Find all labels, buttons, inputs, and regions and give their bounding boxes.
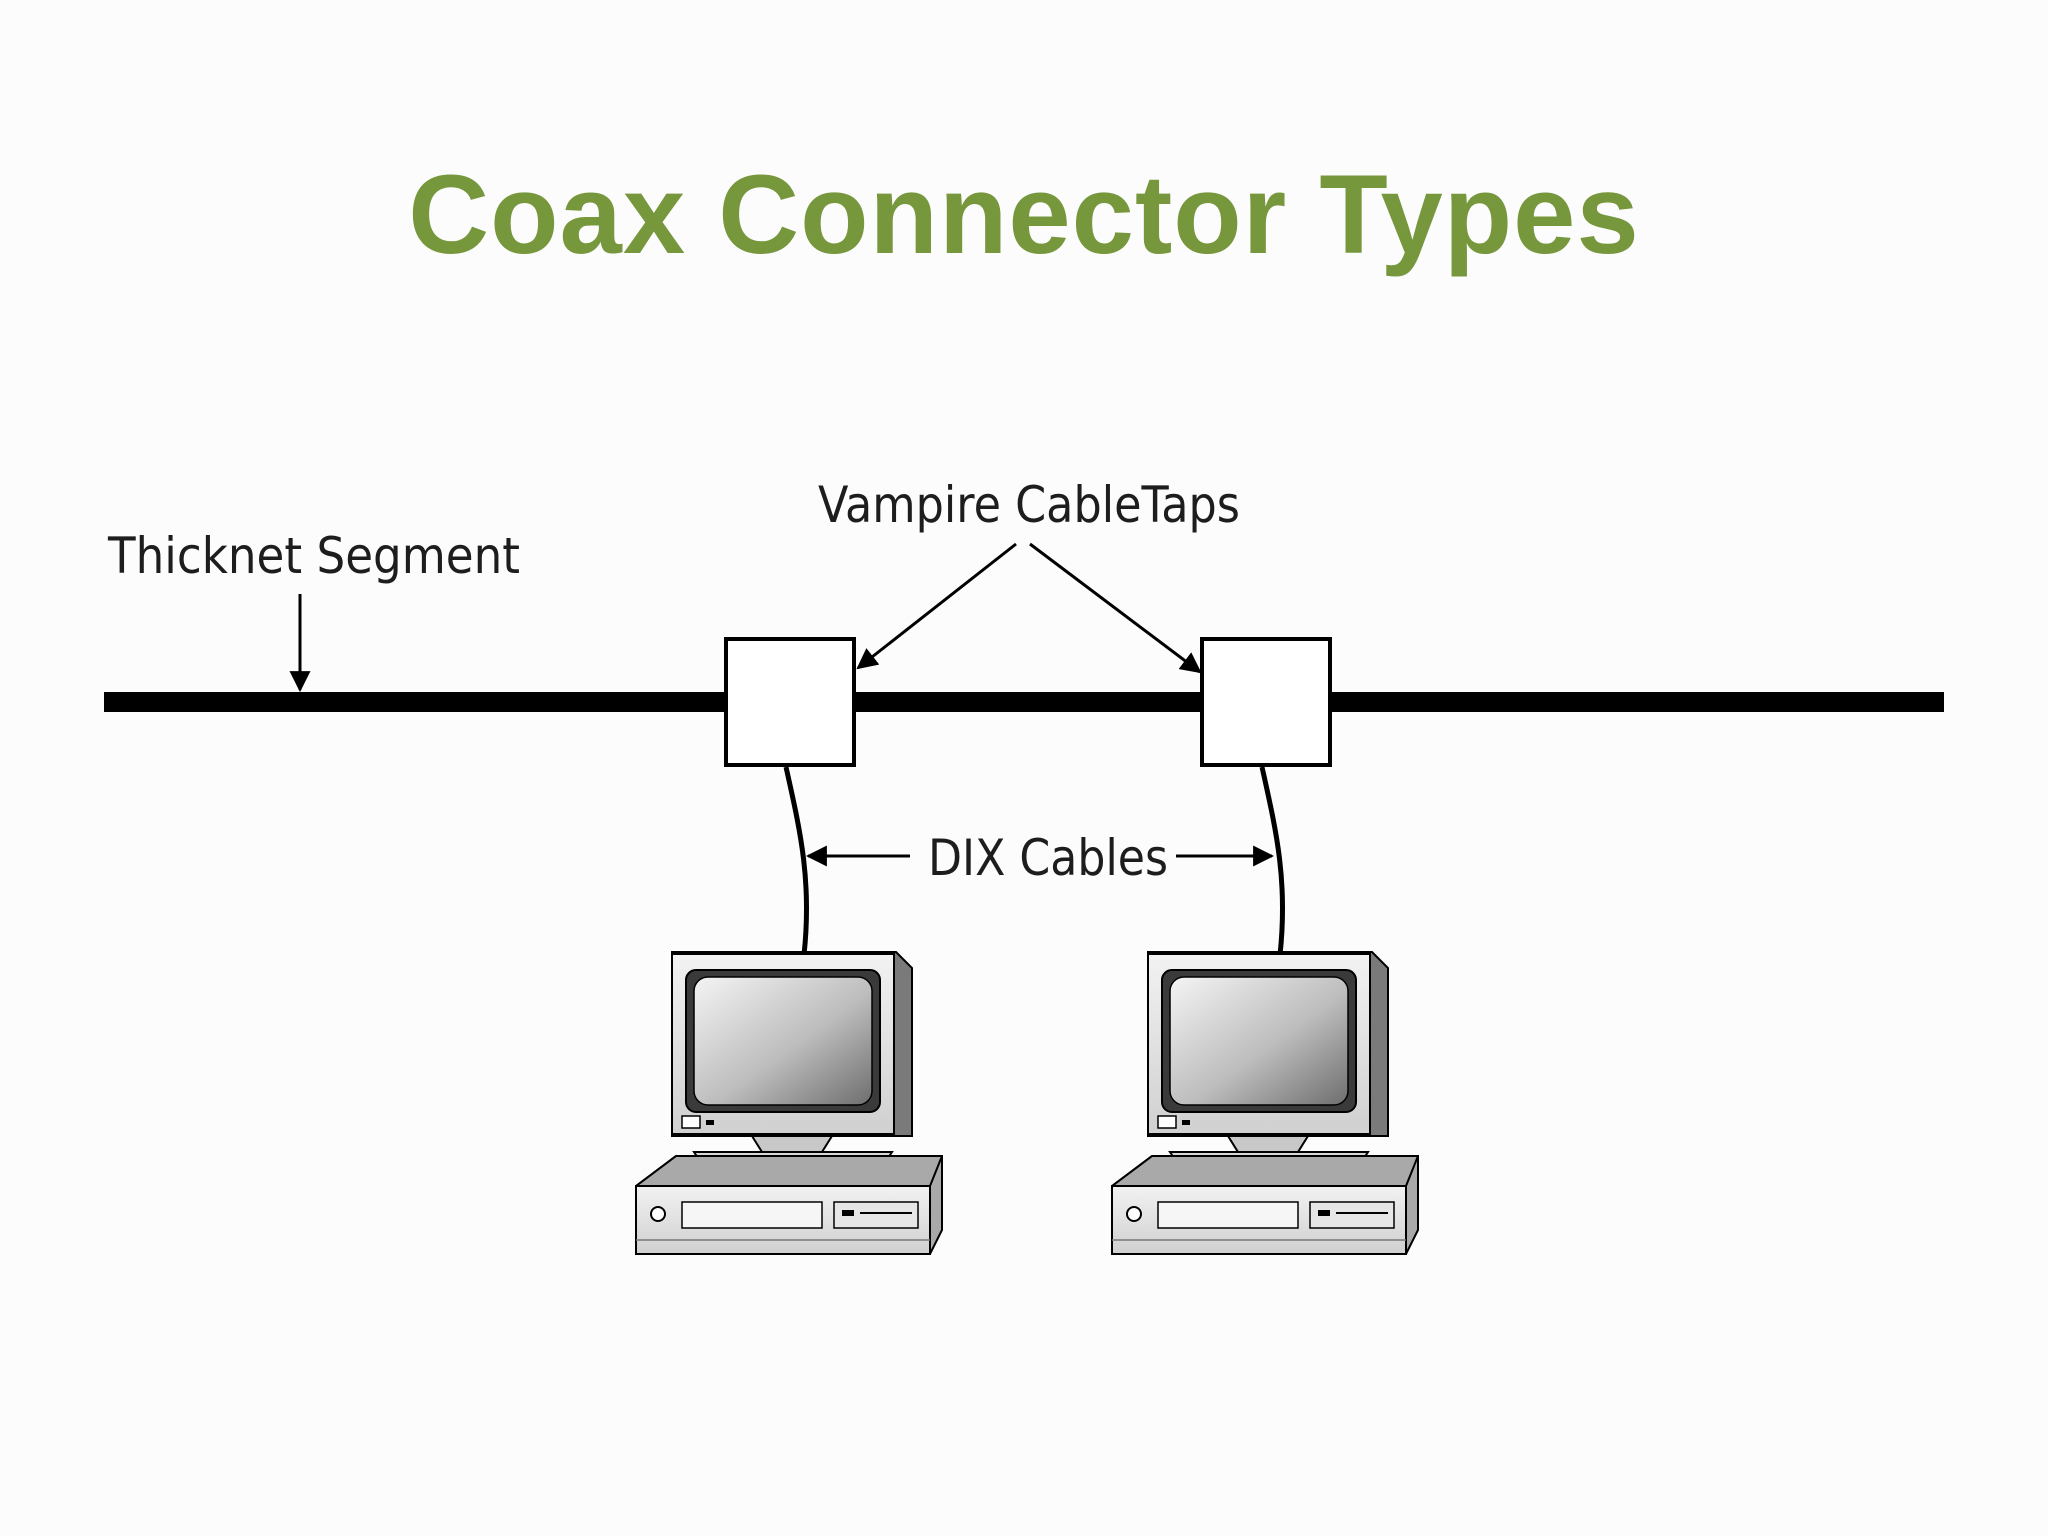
computer-icon — [1111, 951, 1419, 1255]
vampire-tap-left — [724, 637, 856, 767]
vampire-tap-right — [1200, 637, 1332, 767]
vampire-arrow-right — [1029, 542, 1202, 674]
slide-title: Coax Connector Types — [408, 152, 1640, 277]
vampire-taps-label: Vampire CableTaps — [818, 476, 1240, 534]
vampire-arrow-left — [856, 542, 1017, 670]
dix-cable-right — [1259, 766, 1286, 956]
thicknet-cable — [104, 692, 1944, 712]
thicknet-segment-label: Thicknet Segment — [107, 527, 520, 585]
computer-icon — [635, 951, 943, 1255]
dix-cable-left — [783, 766, 810, 956]
dix-cables-label: DIX Cables — [928, 829, 1168, 887]
